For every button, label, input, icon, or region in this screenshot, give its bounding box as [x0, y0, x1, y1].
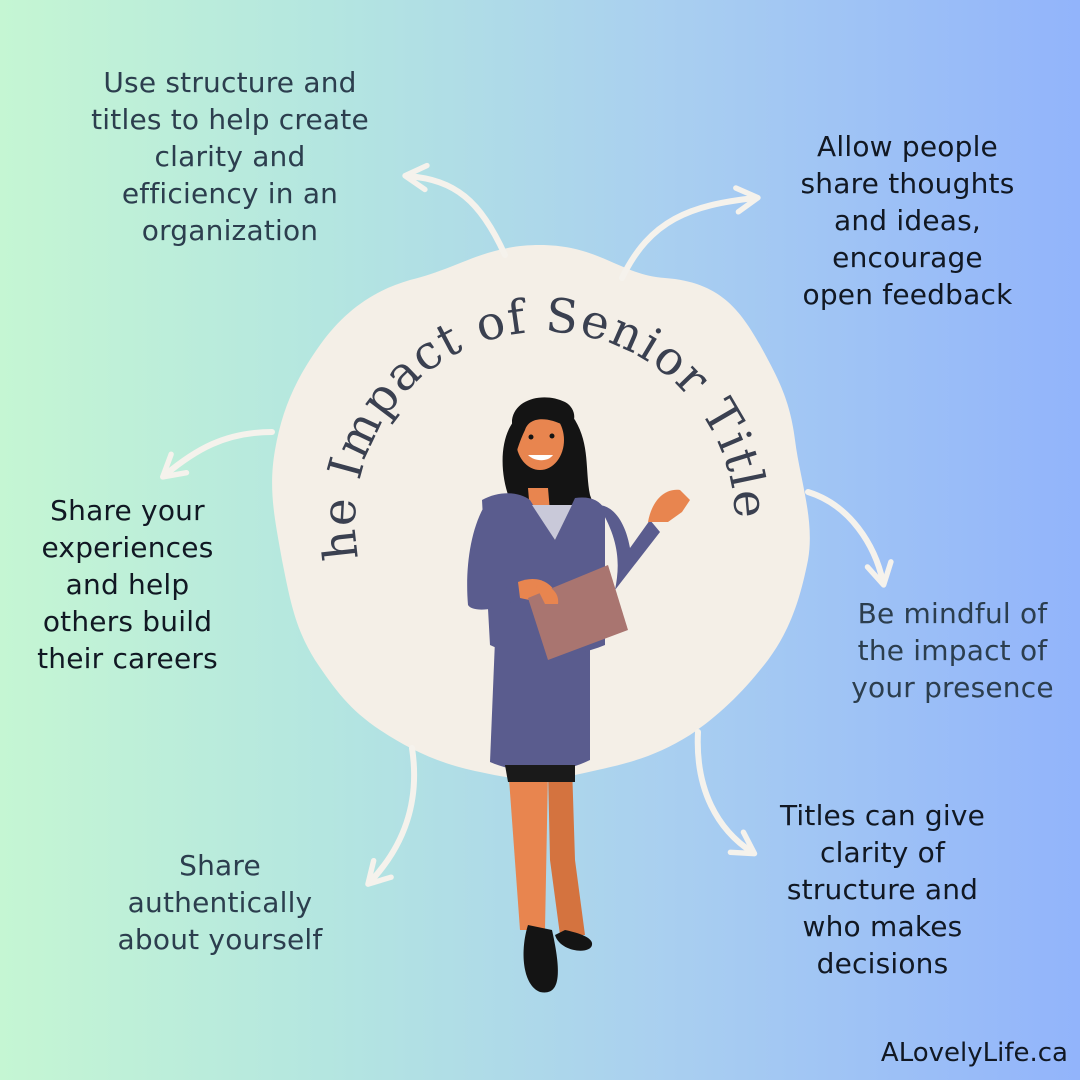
arrow-top-right-icon: [619, 185, 761, 281]
note-mid-right: Be mindful of the impact of your presenc…: [851, 597, 1054, 704]
note-bottom-right: Titles can give clarity of structure and…: [779, 799, 986, 980]
arrow-bottom-right-icon: [694, 729, 758, 857]
arrow-top-left-icon: [402, 162, 508, 258]
note-bottom-left: Share authentically about yourself: [117, 849, 323, 956]
businesswoman-illustration: [467, 397, 690, 993]
note-mid-left: Share your experiences and help others b…: [37, 494, 218, 675]
note-top-left: Use structure and titles to help create …: [91, 66, 369, 247]
arrow-mid-right-icon: [805, 489, 894, 588]
arrow-mid-left-icon: [159, 429, 275, 480]
footer-site-link[interactable]: ALovelyLife.ca: [880, 1038, 1068, 1068]
note-top-right: Allow people share thoughts and ideas, e…: [800, 130, 1015, 311]
arrow-bottom-left-icon: [365, 745, 418, 887]
